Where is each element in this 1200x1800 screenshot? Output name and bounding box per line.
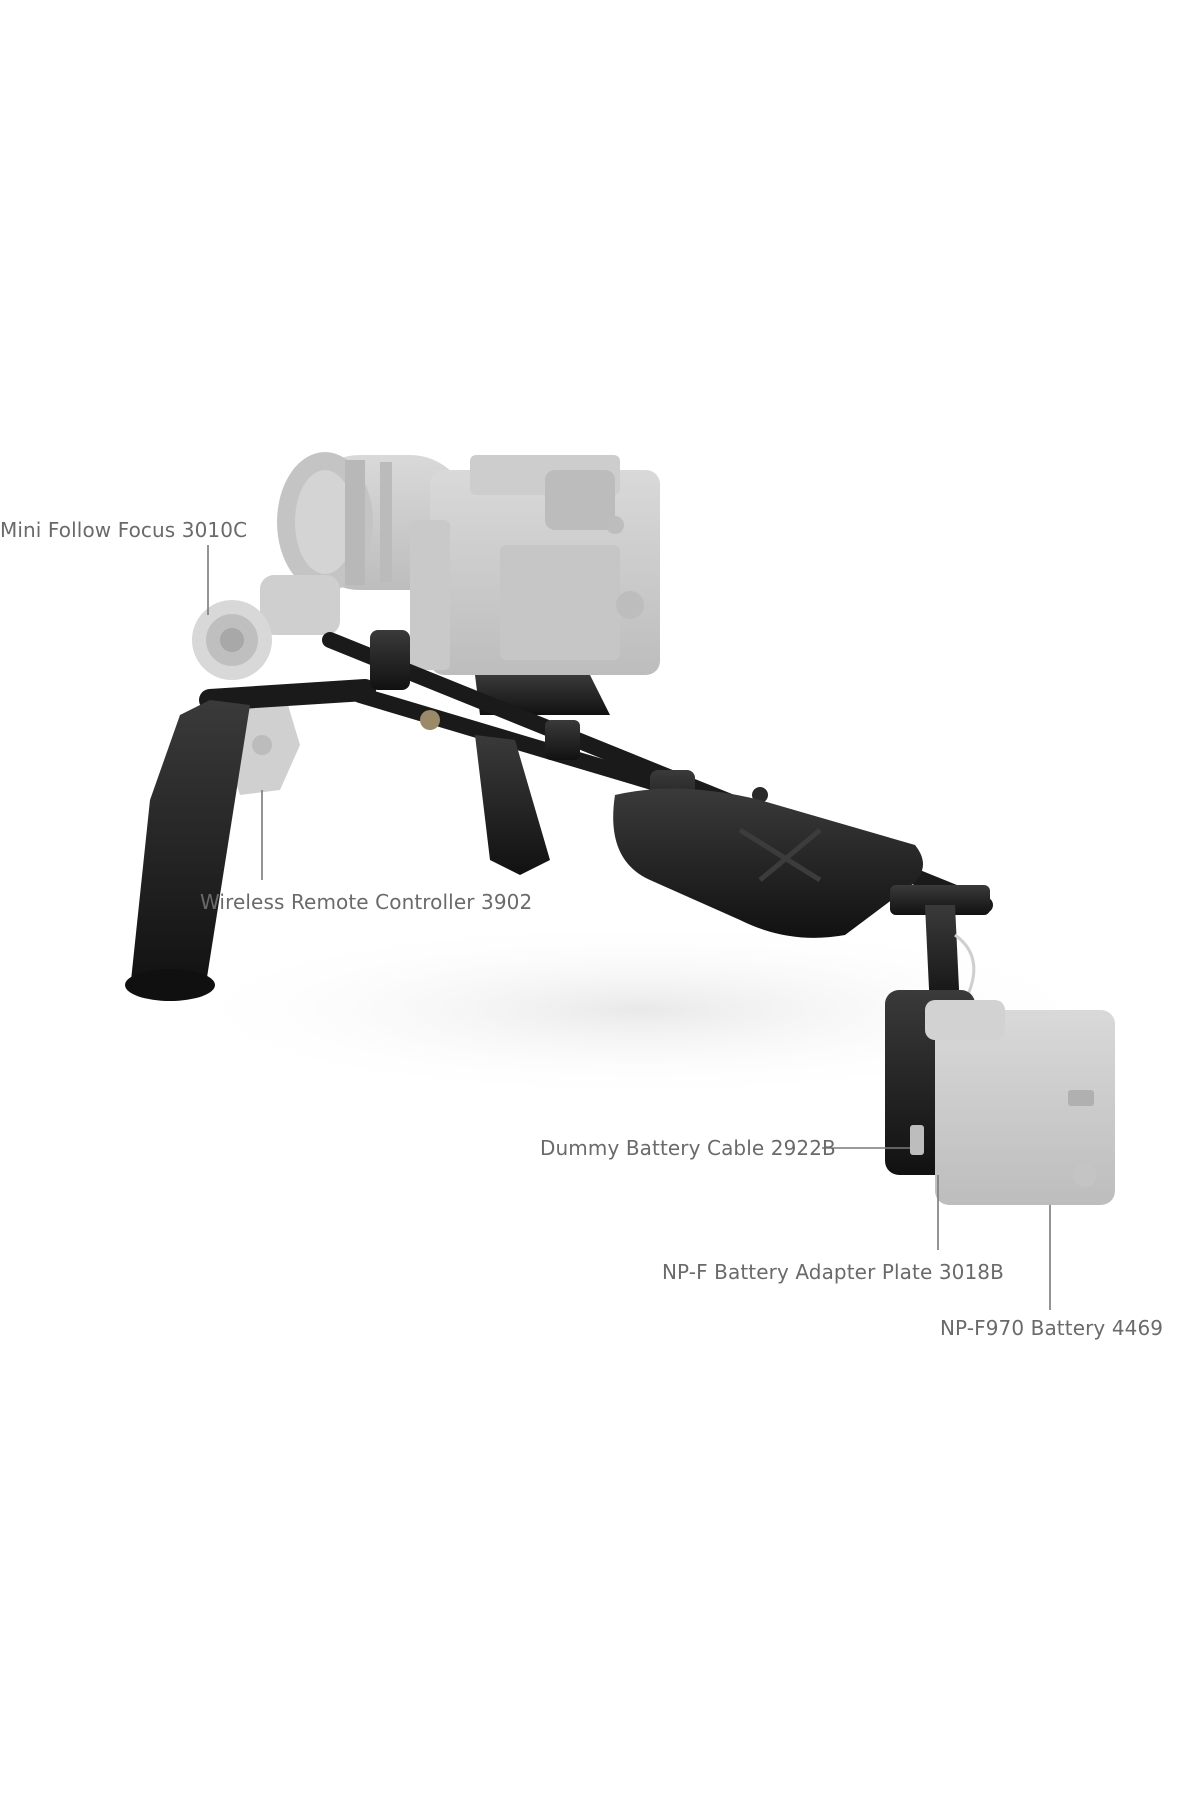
dummy-battery-connector bbox=[910, 1125, 924, 1155]
label-battery: NP-F970 Battery 4469 bbox=[940, 1316, 1164, 1340]
left-handle bbox=[125, 700, 250, 1001]
rear-bracket bbox=[890, 885, 990, 1011]
center-handle bbox=[475, 735, 550, 875]
label-adapter-plate: NP-F Battery Adapter Plate 3018B bbox=[662, 1260, 1004, 1284]
floor-shadow bbox=[160, 920, 1120, 1100]
label-follow-focus: Mini Follow Focus 3010C bbox=[0, 518, 248, 542]
shoulder-pad bbox=[613, 788, 923, 938]
label-battery-cable: Dummy Battery Cable 2922B bbox=[540, 1136, 836, 1160]
camera-body bbox=[410, 455, 660, 675]
follow-focus-unit bbox=[192, 575, 340, 680]
label-remote-controller: Wireless Remote Controller 3902 bbox=[200, 890, 533, 914]
np-f970-battery bbox=[925, 1000, 1115, 1205]
